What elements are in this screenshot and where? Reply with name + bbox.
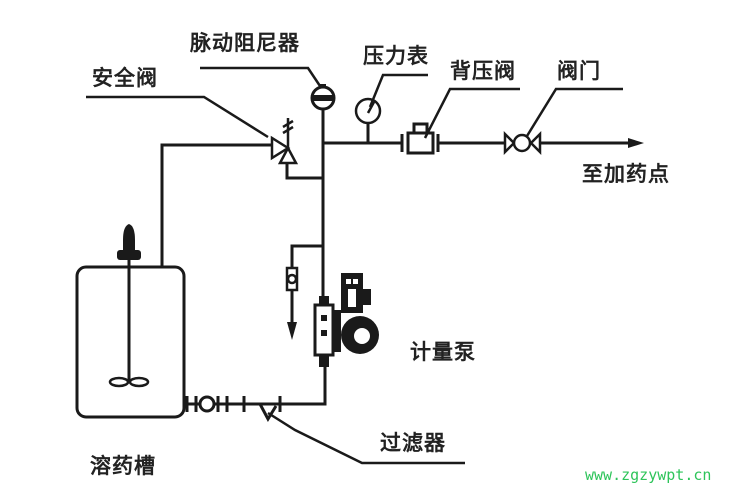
label-to-dosing-point: 至加药点 xyxy=(582,162,670,186)
leader-safety-valve xyxy=(86,95,269,139)
agitator-motor-icon xyxy=(117,224,141,260)
leader-back-pressure-valve xyxy=(423,87,520,139)
label-metering-pump: 计量泵 xyxy=(410,340,476,364)
safety-valve-icon xyxy=(270,118,299,165)
label-back-pressure-valve: 背压阀 xyxy=(450,59,516,83)
flow-arrow-icon xyxy=(628,138,644,148)
metering-pump-icon xyxy=(313,273,379,367)
leader-valve xyxy=(525,87,623,137)
suction-pipe xyxy=(182,343,327,406)
label-safety-valve: 安全阀 xyxy=(92,66,158,90)
label-pressure-gauge: 压力表 xyxy=(363,44,429,68)
leader-pulsation-damper xyxy=(200,66,322,87)
pulsation-damper-icon xyxy=(310,84,336,111)
calibration-branch xyxy=(290,244,325,332)
watermark: www.zgzywpt.cn xyxy=(585,466,712,484)
pressure-gauge-icon xyxy=(354,97,382,125)
check-valve-icon xyxy=(185,395,229,413)
label-dissolving-tank: 溶药槽 xyxy=(90,454,156,478)
label-pulsation-damper: 脉动阻尼器 xyxy=(190,31,300,55)
return-pipe xyxy=(160,143,274,269)
safety-valve-outlet xyxy=(285,161,325,180)
back-pressure-valve-icon xyxy=(400,122,440,155)
down-arrow-icon xyxy=(287,322,297,340)
calibration-column-icon xyxy=(285,266,299,292)
impeller-icon xyxy=(108,376,150,388)
leader-filter xyxy=(267,411,465,465)
leader-pressure-gauge xyxy=(368,73,428,108)
valve-icon xyxy=(503,130,542,156)
label-filter: 过滤器 xyxy=(380,431,446,455)
label-valve: 阀门 xyxy=(557,59,601,83)
filter-icon xyxy=(242,396,282,423)
